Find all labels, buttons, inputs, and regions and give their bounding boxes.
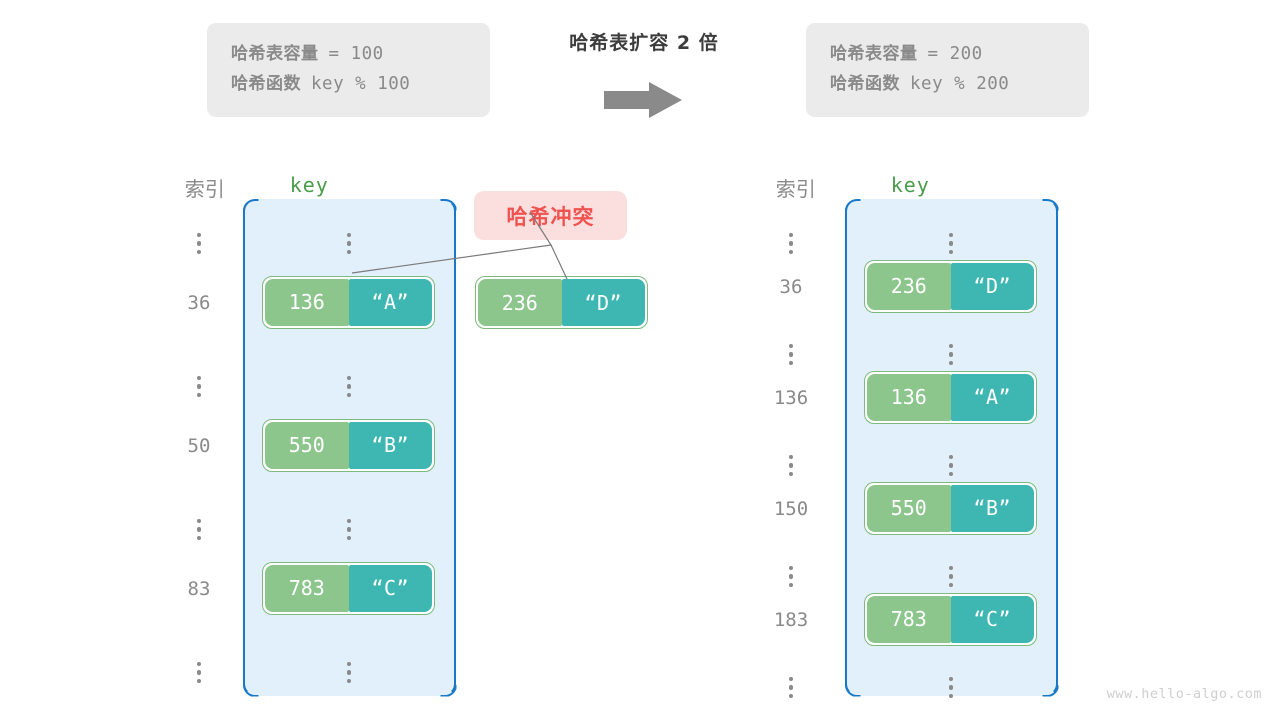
pair-value: “B” [950, 484, 1034, 532]
row-index-ellipsis [168, 205, 230, 257]
row-index-ellipsis [168, 634, 230, 686]
vertical-ellipsis-icon [196, 503, 202, 555]
hash-function-value-after: key % 200 [910, 74, 1010, 94]
vertical-ellipsis-icon [346, 503, 352, 555]
watermark: www.hello-algo.com [1106, 686, 1262, 702]
collision-pair-key: 236 [478, 279, 562, 326]
pair-value: “C” [348, 564, 432, 612]
bucket-ellipsis-icon [920, 427, 982, 479]
vertical-ellipsis-icon [346, 360, 352, 412]
bucket-ellipsis-icon [920, 205, 982, 257]
pair-value: “D” [950, 262, 1034, 310]
row-index-ellipsis [760, 316, 822, 368]
pair-value: “B” [348, 421, 432, 469]
capacity-value-before: = 100 [328, 44, 384, 64]
vertical-ellipsis-icon [196, 217, 202, 269]
hash-function-label-after: 哈希函数 [830, 74, 900, 94]
vertical-ellipsis-icon [788, 550, 794, 602]
key-value-pair[interactable]: 550“B” [864, 481, 1037, 535]
pair-key: 550 [867, 484, 951, 532]
row-index: 36 [779, 275, 803, 298]
row-index-ellipsis [760, 427, 822, 479]
transform-title: 哈希表扩容 2 倍 [569, 32, 719, 54]
pair-key: 136 [265, 278, 349, 326]
row-index-ellipsis [760, 538, 822, 590]
row-index: 136 [773, 386, 809, 409]
vertical-ellipsis-icon [788, 217, 794, 269]
bucket-ellipsis-icon [920, 649, 982, 701]
capacity-label-before: 哈希表容量 [231, 44, 319, 64]
bucket-ellipsis-icon [318, 348, 380, 400]
vertical-ellipsis-icon [948, 439, 954, 491]
vertical-ellipsis-icon [948, 550, 954, 602]
pair-key: 136 [867, 373, 951, 421]
key-value-pair[interactable]: 783“C” [262, 561, 435, 615]
vertical-ellipsis-icon [788, 328, 794, 380]
bucket-ellipsis-icon [920, 538, 982, 590]
hash-function-line-after: 哈希函数 key % 200 [830, 69, 1065, 99]
row-index: 36 [187, 291, 211, 314]
hash-table-info-after: 哈希表容量 = 200 哈希函数 key % 200 [806, 23, 1089, 117]
row-index-ellipsis [760, 649, 822, 701]
vertical-ellipsis-icon [788, 661, 794, 713]
vertical-ellipsis-icon [788, 439, 794, 491]
key-value-pair[interactable]: 136“A” [262, 275, 435, 329]
row-index: 183 [773, 608, 809, 631]
vertical-ellipsis-icon [346, 217, 352, 269]
row-index: 50 [187, 434, 211, 457]
pair-key: 783 [867, 595, 951, 643]
row-index-ellipsis [168, 348, 230, 400]
right-arrow-icon [604, 82, 682, 118]
pair-key: 236 [867, 262, 951, 310]
vertical-ellipsis-icon [196, 646, 202, 698]
bucket-ellipsis-icon [318, 634, 380, 686]
key-value-pair[interactable]: 236“D” [864, 259, 1037, 313]
pair-key: 783 [265, 564, 349, 612]
pair-value: “A” [348, 278, 432, 326]
key-value-pair[interactable]: 783“C” [864, 592, 1037, 646]
vertical-ellipsis-icon [948, 328, 954, 380]
row-index: 83 [187, 577, 211, 600]
hash-function-value-before: key % 100 [311, 74, 411, 94]
hash-table-info-before: 哈希表容量 = 100 哈希函数 key % 100 [207, 23, 490, 117]
index-column-header-before: 索引 [184, 177, 225, 201]
collision-pair[interactable]: 236 “D” [475, 276, 648, 329]
bucket-ellipsis-icon [920, 316, 982, 368]
hash-collision-badge: 哈希冲突 [474, 191, 627, 240]
vertical-ellipsis-icon [948, 661, 954, 713]
key-column-header-before: key [289, 173, 329, 197]
collision-pair-value: “D” [561, 279, 645, 326]
row-index: 150 [773, 497, 809, 520]
pair-value: “A” [950, 373, 1034, 421]
key-value-pair[interactable]: 550“B” [262, 418, 435, 472]
index-column-header-after: 索引 [775, 177, 816, 201]
vertical-ellipsis-icon [948, 217, 954, 269]
vertical-ellipsis-icon [196, 360, 202, 412]
capacity-value-after: = 200 [927, 44, 983, 64]
bucket-ellipsis-icon [318, 491, 380, 543]
capacity-line-before: 哈希表容量 = 100 [231, 39, 466, 69]
capacity-line-after: 哈希表容量 = 200 [830, 39, 1065, 69]
vertical-ellipsis-icon [346, 646, 352, 698]
capacity-label-after: 哈希表容量 [830, 44, 918, 64]
bucket-ellipsis-icon [318, 205, 380, 257]
pair-value: “C” [950, 595, 1034, 643]
row-index-ellipsis [168, 491, 230, 543]
key-column-header-after: key [890, 173, 930, 197]
pair-key: 550 [265, 421, 349, 469]
hash-function-label-before: 哈希函数 [231, 74, 301, 94]
row-index-ellipsis [760, 205, 822, 257]
hash-function-line-before: 哈希函数 key % 100 [231, 69, 466, 99]
key-value-pair[interactable]: 136“A” [864, 370, 1037, 424]
